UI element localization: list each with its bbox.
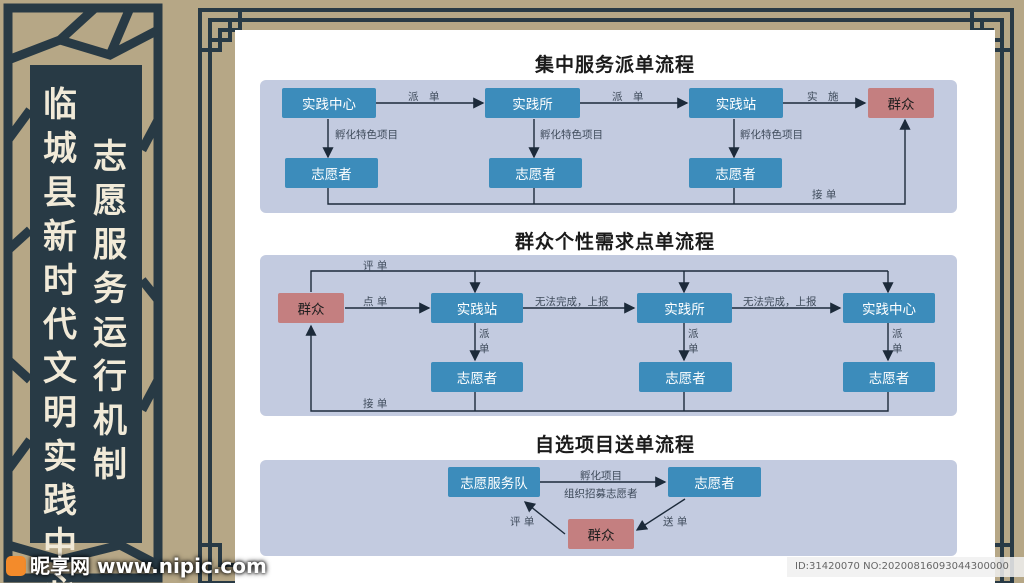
flow1-label-accept: 接 单 xyxy=(812,189,837,201)
side-title-county: 临城县新时代文明实践中心 xyxy=(36,83,84,583)
flow1-panel xyxy=(260,80,957,213)
flow2-connectors xyxy=(305,270,894,412)
flow2-label-dispatch-3a: 派 xyxy=(892,328,903,340)
side-title-char: 实 xyxy=(43,437,77,477)
flow3-label-deliver: 送 单 xyxy=(663,516,688,528)
flow3-node-team: 志愿服务队 xyxy=(448,467,540,497)
flow1-label-incubate-3: 孵化特色项目 xyxy=(740,129,803,141)
flow3-label-incubate: 孵化项目 xyxy=(580,470,622,482)
side-title-char: 新 xyxy=(43,217,77,257)
side-title-mechanism: 志愿服务运行机制 xyxy=(86,135,134,487)
watermark-logo-text: 昵享网 www.nipic.com xyxy=(30,554,267,578)
flowchart-card: 集中服务派单流程 实践中心 实践所 实践站 群众 志愿者 志愿者 志愿者 派 单… xyxy=(235,30,995,583)
side-title-char: 愿 xyxy=(93,181,127,221)
flow1-node-station: 实践站 xyxy=(689,88,783,118)
flow2-label-report-1: 无法完成，上报 xyxy=(535,296,609,308)
flow1-title: 集中服务派单流程 xyxy=(534,54,695,76)
side-title-char: 行 xyxy=(93,357,127,397)
flow3-label-recruit: 组织招募志愿者 xyxy=(564,488,638,500)
side-title-char: 践 xyxy=(43,481,77,521)
flow2-node-volunteer-1: 志愿者 xyxy=(431,362,523,392)
flow2-label-dispatch-2b: 单 xyxy=(688,343,699,355)
flow3-node-crowd: 群众 xyxy=(568,519,634,549)
flow3-label-review: 评 单 xyxy=(510,516,535,528)
flow2-label-accept: 接 单 xyxy=(363,398,388,410)
flow1-label-incubate-2: 孵化特色项目 xyxy=(540,129,603,141)
flow2-node-volunteer-2: 志愿者 xyxy=(639,362,732,392)
flow2-label-dispatch-1b: 单 xyxy=(479,343,490,355)
flow1-node-volunteer-2: 志愿者 xyxy=(489,158,582,188)
flow1-node-center: 实践中心 xyxy=(282,88,376,118)
flow1-label-dispatch-1: 派 单 xyxy=(408,91,440,103)
side-title-char: 志 xyxy=(93,137,127,177)
side-title-char: 制 xyxy=(93,445,127,485)
flow2-node-crowd: 群众 xyxy=(278,293,344,323)
side-title-char: 城 xyxy=(43,129,77,169)
flow1-label-implement: 实 施 xyxy=(807,91,839,103)
side-title-char: 服 xyxy=(93,225,127,265)
side-title-char: 机 xyxy=(93,401,127,441)
flow2-node-institute: 实践所 xyxy=(637,293,732,323)
nipic-logo-watermark: 昵享网 www.nipic.com xyxy=(6,550,267,579)
side-title-char: 中 xyxy=(43,525,77,565)
flow2-panel xyxy=(260,255,957,416)
side-title-char: 临 xyxy=(43,85,77,125)
flow2-label-order: 点 单 xyxy=(363,296,388,308)
nipic-logo-icon xyxy=(6,556,26,576)
flow3-title: 自选项目送单流程 xyxy=(534,434,695,456)
flow1-node-institute: 实践所 xyxy=(485,88,580,118)
side-title-char: 代 xyxy=(43,305,77,345)
flow2-label-report-2: 无法完成，上报 xyxy=(743,296,817,308)
flow1-connectors xyxy=(322,97,911,205)
flow1-node-crowd: 群众 xyxy=(868,88,934,118)
side-title-char: 心 xyxy=(43,567,77,583)
side-title-char: 明 xyxy=(43,393,77,433)
side-title-char: 运 xyxy=(93,313,127,353)
id-watermark: ID:31420070 NO:20200816093044300000 xyxy=(787,557,1024,577)
flow3-node-volunteer: 志愿者 xyxy=(668,467,761,497)
flow2-title: 群众个性需求点单流程 xyxy=(514,231,715,253)
flow2-node-volunteer-3: 志愿者 xyxy=(843,362,935,392)
flow2-label-dispatch-3b: 单 xyxy=(892,343,903,355)
flow1-label-dispatch-2: 派 单 xyxy=(612,91,644,103)
side-title-char: 务 xyxy=(93,269,127,309)
flow1-label-incubate-1: 孵化特色项目 xyxy=(335,129,398,141)
flow2-node-station: 实践站 xyxy=(431,293,523,323)
flow1-node-volunteer-1: 志愿者 xyxy=(285,158,378,188)
flow2-label-dispatch-1a: 派 xyxy=(479,328,490,340)
flow2-label-review: 评 单 xyxy=(363,260,388,272)
flow2-node-center: 实践中心 xyxy=(843,293,935,323)
side-title-char: 文 xyxy=(43,349,77,389)
flow2-label-dispatch-2a: 派 xyxy=(688,328,699,340)
side-title-char: 时 xyxy=(43,261,77,301)
side-title-char: 县 xyxy=(43,173,77,213)
flow1-node-volunteer-3: 志愿者 xyxy=(689,158,782,188)
flow3-connectors xyxy=(523,476,686,535)
